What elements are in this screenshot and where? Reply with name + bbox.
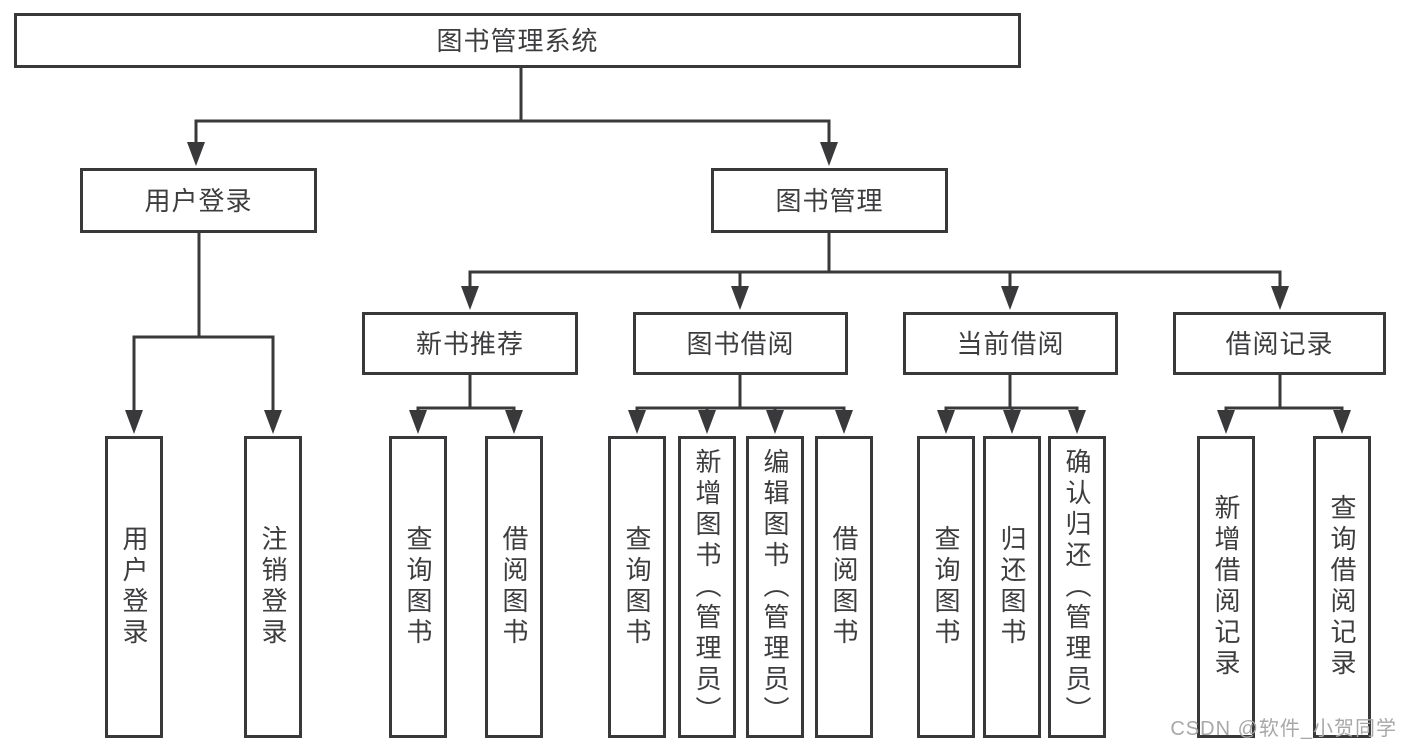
node-borrowing-records: 借阅记录 [1173, 312, 1386, 375]
leaf-nbr-borrow-books-label: 借阅图书 [499, 525, 529, 649]
leaf-bb-edit-books-admin-label: 编辑图书（管理员） [760, 447, 790, 727]
node-book-borrowing: 图书借阅 [633, 312, 848, 375]
leaf-bb-query-books: 查询图书 [608, 436, 666, 738]
leaf-cb-confirm-return-admin: 确认归还（管理员） [1048, 436, 1106, 738]
leaf-cb-return-books-label: 归还图书 [997, 525, 1027, 649]
leaf-bb-borrow-books-label: 借阅图书 [829, 525, 859, 649]
leaf-cb-query-books-label: 查询图书 [931, 525, 961, 649]
leaf-bb-query-books-label: 查询图书 [622, 525, 652, 649]
node-new-book-recommend: 新书推荐 [362, 312, 578, 375]
node-user-login: 用户登录 [80, 168, 317, 233]
leaf-nbr-query-books-label: 查询图书 [403, 525, 433, 649]
node-new-book-recommend-label: 新书推荐 [415, 328, 524, 359]
leaf-br-query-record-label: 查询借阅记录 [1327, 494, 1357, 680]
leaf-logout: 注销登录 [244, 436, 302, 738]
node-current-borrowing: 当前借阅 [903, 312, 1118, 375]
leaf-user-login: 用户登录 [105, 436, 163, 738]
leaf-cb-query-books: 查询图书 [917, 436, 975, 738]
leaf-logout-label: 注销登录 [258, 525, 288, 649]
node-book-management-label: 图书管理 [775, 185, 884, 216]
leaf-user-login-label: 用户登录 [119, 525, 149, 649]
node-book-management: 图书管理 [711, 168, 948, 233]
leaf-nbr-query-books: 查询图书 [389, 436, 447, 738]
leaf-nbr-borrow-books: 借阅图书 [485, 436, 543, 738]
csdn-watermark: CSDN @软件_小贺同学 [1170, 718, 1397, 740]
node-root-system-label: 图书管理系统 [436, 25, 599, 56]
leaf-bb-borrow-books: 借阅图书 [815, 436, 873, 738]
leaf-bb-edit-books-admin: 编辑图书（管理员） [746, 436, 804, 738]
leaf-bb-add-books-admin: 新增图书（管理员） [678, 436, 736, 738]
node-borrowing-records-label: 借阅记录 [1225, 328, 1334, 359]
node-current-borrowing-label: 当前借阅 [956, 328, 1065, 359]
leaf-bb-add-books-admin-label: 新增图书（管理员） [692, 447, 722, 727]
leaf-br-query-record: 查询借阅记录 [1313, 436, 1371, 738]
node-user-login-label: 用户登录 [144, 185, 253, 216]
leaf-br-add-record: 新增借阅记录 [1197, 436, 1255, 738]
leaf-cb-return-books: 归还图书 [983, 436, 1041, 738]
node-root-system: 图书管理系统 [14, 13, 1021, 68]
leaf-br-add-record-label: 新增借阅记录 [1211, 494, 1241, 680]
leaf-cb-confirm-return-admin-label: 确认归还（管理员） [1062, 447, 1092, 727]
node-book-borrowing-label: 图书借阅 [686, 328, 795, 359]
